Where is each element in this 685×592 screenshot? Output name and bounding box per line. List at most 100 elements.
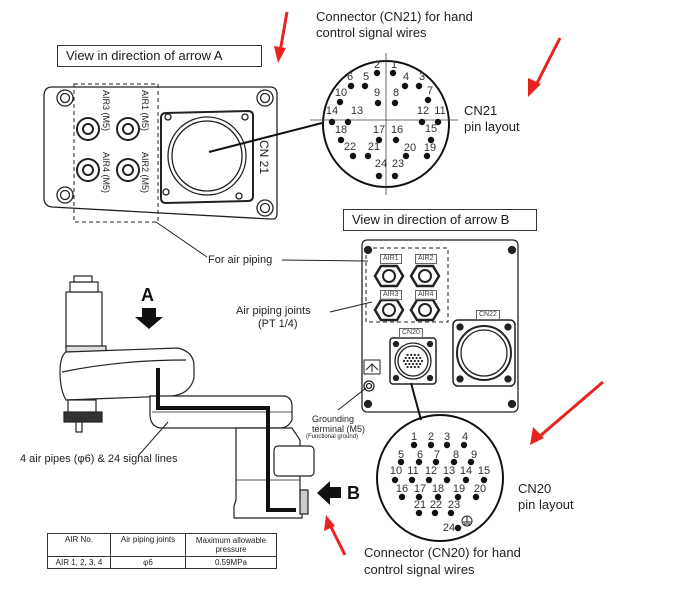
cn20-mini-pin <box>410 365 413 369</box>
arrow-b-icon <box>317 481 341 505</box>
arrow-a-icon <box>135 308 163 329</box>
cn20-pin-label-13: 13 <box>443 465 455 477</box>
cn20-pin-18 <box>434 493 442 501</box>
air-joints-line2: (PT 1/4) <box>258 318 298 330</box>
arrow-b-label: B <box>347 483 360 503</box>
view-b-air2-tag: AIR2 <box>415 254 437 264</box>
cn20-mini-pin <box>419 356 422 360</box>
view-b-cn22-tag: CN22 <box>476 310 500 320</box>
air-piping-label: For air piping <box>208 254 273 266</box>
ground-line3: (Functional ground) <box>306 434 359 440</box>
spec-table-header-row: AIR No. Air piping joints Maximum allowa… <box>47 533 277 557</box>
cn20-pin-5 <box>397 458 405 466</box>
cn20-pin-3 <box>443 441 451 449</box>
cn20-pin-12 <box>425 476 433 484</box>
pipes-label: 4 air pipes (φ6) & 24 signal lines <box>20 453 178 465</box>
cn21-pin-label-4: 4 <box>403 71 409 83</box>
cn20-pin-20 <box>472 493 480 501</box>
cn21-pin-label-11: 11 <box>434 105 445 117</box>
cn20-connector <box>389 337 437 385</box>
cn20-mini-pin <box>411 356 415 360</box>
view-a-plate <box>43 83 323 258</box>
cn22-connector <box>452 319 516 387</box>
cn20-pin-8 <box>450 458 458 466</box>
cn21-pin-24 <box>375 172 383 180</box>
cn21-pin-21 <box>364 152 372 160</box>
cn21-pin-19 <box>423 152 431 160</box>
cn20-caption-line1: Connector (CN20) for hand <box>364 545 521 560</box>
air4-label: AIR4 (M5) <box>101 152 111 194</box>
header-max-pressure: Maximum allowable pressure <box>185 533 277 557</box>
air-fitting-air4 <box>409 298 441 322</box>
cn21-pin-22 <box>349 152 357 160</box>
cn21-pin-label-3: 3 <box>419 71 425 83</box>
spec-table: AIR No. Air piping joints Maximum allowa… <box>47 533 277 569</box>
air2-label: AIR2 (M5) <box>140 152 150 194</box>
cn20-pin-21 <box>415 509 423 517</box>
cn20-mini-pin <box>411 362 415 366</box>
cn21-pin-label-16: 16 <box>391 124 403 136</box>
cn20-mini-pin <box>419 362 422 366</box>
cn20-mini-pin <box>410 359 413 363</box>
view-b-air4-tag: AIR4 <box>415 290 437 300</box>
cn20-pin-label-22: 22 <box>430 499 442 511</box>
cn20-pin-7 <box>432 458 440 466</box>
cn20-pin-label-10: 10 <box>390 465 402 477</box>
cn21-pin-18 <box>337 136 345 144</box>
cn20-pin-label-12: 12 <box>425 465 437 477</box>
cn20-pin-label-14: 14 <box>460 465 472 477</box>
cn21-pin-20 <box>402 152 410 160</box>
air-fitting-air1 <box>373 264 405 288</box>
view-b-air1-tag: AIR1 <box>380 254 402 264</box>
cn21-pin-label-24: 24 <box>375 158 387 170</box>
cn20-mini-pin <box>415 362 418 366</box>
cn21-pin-3 <box>415 82 423 90</box>
cn21-pin-4 <box>401 82 409 90</box>
cn20-mini-pin <box>415 356 418 360</box>
cn21-pin-label-22: 22 <box>344 141 356 153</box>
cn20-mini-pin <box>420 359 424 363</box>
cn20-mini-pin <box>402 359 406 363</box>
cn21-pin-14 <box>328 118 336 126</box>
cn21-pin-label-20: 20 <box>404 142 416 154</box>
cn20-ground-glyph <box>463 516 471 525</box>
cn20-pin-label-8: 8 <box>453 449 459 461</box>
cn21-caption-line1: Connector (CN21) for hand <box>316 9 473 24</box>
cn20-pin-14 <box>462 476 470 484</box>
cn21-pin-label-9: 9 <box>374 87 380 99</box>
cn21-pin-label-21: 21 <box>368 141 380 153</box>
cn21-pin-12 <box>418 118 426 126</box>
cn21-pin-label-18: 18 <box>335 124 347 136</box>
cn21-pin-label-15: 15 <box>425 123 437 135</box>
cn20-pin-label-3: 3 <box>444 431 450 443</box>
cn20-pin-label-15: 15 <box>478 465 490 477</box>
cn20-pin-2 <box>427 441 435 449</box>
cn21-pin-label-19: 19 <box>424 142 436 154</box>
cn21-layout-line1: CN21 <box>464 103 498 118</box>
cn20-pin-22 <box>431 509 439 517</box>
cn20-pin-label-23: 23 <box>448 499 460 511</box>
robot-side-view <box>59 275 341 519</box>
cn20-mini-pin <box>404 356 407 360</box>
cn21-pin-8 <box>391 99 399 107</box>
air3-label: AIR3 (M5) <box>101 90 111 132</box>
cn21-pin-5 <box>361 82 369 90</box>
air-fitting-air2 <box>409 264 441 288</box>
cn20-pin-17 <box>415 493 423 501</box>
cn20-pin-label-5: 5 <box>398 449 404 461</box>
cn20-pin-19 <box>454 493 462 501</box>
cn20-pin-9 <box>467 458 475 466</box>
air1-label: AIR1 (M5) <box>140 90 150 132</box>
air-port-air3 <box>76 117 100 141</box>
cn21-pin-label-1: 1 <box>391 59 397 71</box>
cn21-plate-label: CN 21 <box>257 140 271 175</box>
cn20-mini-pin <box>410 353 413 357</box>
table-row: AIR 1, 2, 3, 4 φ6 0.59MPa <box>47 556 277 569</box>
view-b-panel <box>281 239 519 421</box>
air-port-air4 <box>76 158 100 182</box>
header-air-no: AIR No. <box>47 533 111 557</box>
cn20-pin-label-4: 4 <box>462 431 468 443</box>
cn21-pin-15 <box>427 136 435 144</box>
cn20-pin-4 <box>460 441 468 449</box>
